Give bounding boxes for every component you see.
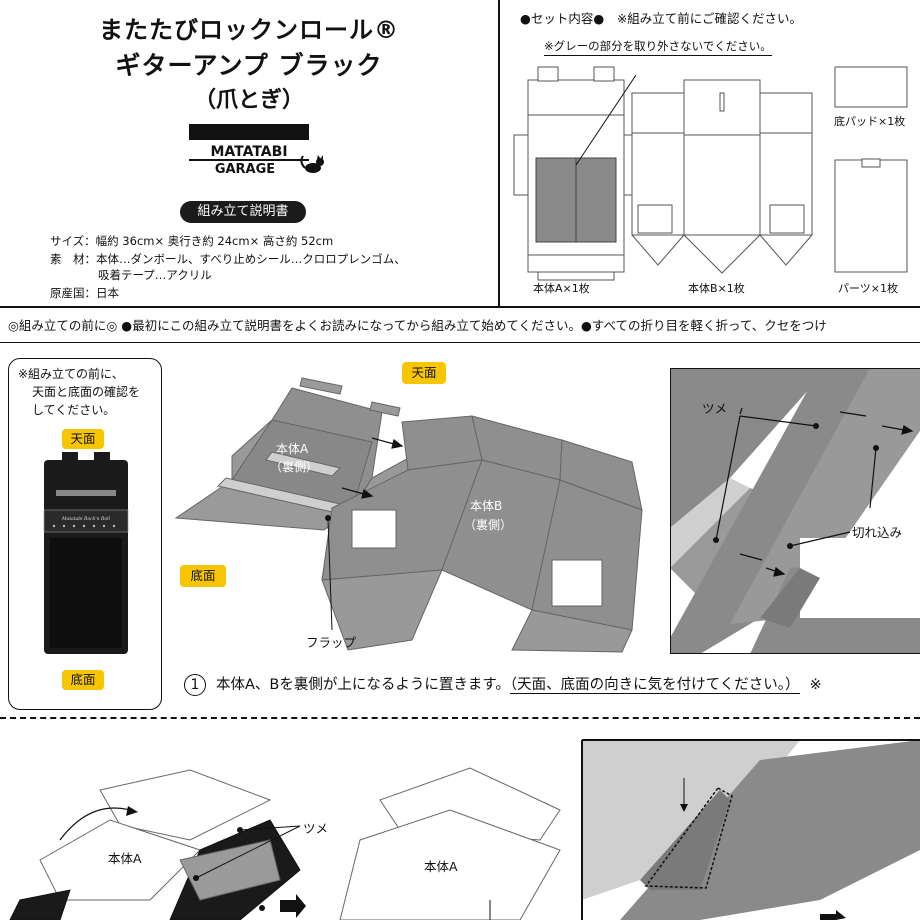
- set-contents-note: ※グレーの部分を取り外さないでください。: [544, 38, 772, 56]
- step2-body-a-middle: [339, 767, 561, 920]
- fold-arrow-curve: [59, 807, 131, 841]
- slit-pointer-lines: [789, 447, 877, 547]
- top-face-badge: 天面: [62, 429, 104, 449]
- divider-vertical: [498, 0, 500, 306]
- set-contents-diagram: [513, 66, 908, 281]
- orientation-note-3: してください。: [32, 403, 116, 417]
- body-b-back-label: （裏側）: [464, 518, 513, 532]
- orientation-check-box: [8, 358, 162, 710]
- product-title-line2: ギターアンプ ブラック: [115, 51, 383, 80]
- step1-arrows: [341, 437, 404, 499]
- divider-horizontal: [0, 306, 920, 308]
- step2-body-a-label-middle: 本体A: [424, 859, 458, 874]
- pre-assembly-notice: ◎組み立ての前に◎ ●最初にこの組み立て説明書をよくお読みになってから組み立て始…: [8, 318, 827, 333]
- product-title-line3: （爪とぎ）: [193, 88, 304, 113]
- tab-label: ツメ: [702, 401, 728, 416]
- cat-icon: [300, 155, 324, 173]
- step1-number: 1: [184, 674, 206, 696]
- gray-part-pointer: [575, 74, 637, 166]
- body-a-back-label: （裏側）: [270, 460, 319, 474]
- step2-tab-label: ツメ: [303, 821, 329, 836]
- logo-bottom-text: GARAGE: [215, 162, 275, 176]
- amp-brand-text: Matatabi Rock'n Roll: [61, 516, 110, 522]
- detail-arrows: [739, 411, 914, 577]
- step1-diagram: [174, 377, 643, 653]
- part-label-body-b: 本体B×1枚: [688, 282, 745, 295]
- slit-label: 切れ込み: [852, 525, 903, 540]
- step2-zoom-box: [581, 739, 920, 920]
- spec-material-1: 素 材：本体…ダンボール、すべり止めシール…クロロプレンゴム、: [50, 252, 406, 266]
- part-body-a: [513, 66, 639, 281]
- divider-dashed: [0, 717, 920, 719]
- body-b-label: 本体B: [470, 499, 503, 513]
- divider-notice: [0, 342, 920, 343]
- body-b-back: [321, 415, 643, 653]
- part-label-body-a: 本体A×1枚: [533, 282, 590, 295]
- spec-material-2: 吸着テープ…アクリル: [98, 268, 212, 282]
- flap-label: フラップ: [306, 635, 357, 650]
- step1-instruction: 1 本体A、Bを裏側が上になるように置きます。（天面、底面の向きに気を付けてくださ…: [184, 673, 822, 696]
- amp-icon: Matatabi Rock'n Roll: [43, 452, 129, 654]
- manual-badge: 組み立て説明書: [180, 201, 306, 223]
- step2-right-arrow: [280, 894, 306, 918]
- detail-zoom-box: [670, 368, 920, 654]
- spec-origin: 原産国：日本: [50, 286, 119, 300]
- step2-body-a-label-left: 本体A: [108, 851, 142, 866]
- part-body-b: [631, 79, 813, 274]
- orientation-note-2: 天面と底面の確認を: [32, 385, 141, 399]
- matatabi-garage-logo: MATATABI GARAGE: [189, 124, 324, 176]
- spec-size: サイズ：幅約 36cm× 奥行き約 24cm× 高さ約 52cm: [50, 234, 334, 248]
- bottom-face-badge: 底面: [62, 670, 104, 690]
- tab-pointer-lines: [715, 407, 817, 541]
- orientation-note-1: ※組み立ての前に、: [18, 367, 124, 381]
- set-contents-heading: ●セット内容● ※組み立て前にご確認ください。: [520, 11, 803, 26]
- flap-pointer: [327, 519, 333, 631]
- part-bottom-pad: [834, 66, 908, 108]
- part-label-parts: パーツ×1枚: [838, 282, 898, 295]
- logo-top-text: MATATABI: [210, 144, 287, 160]
- flap-dot: [325, 515, 331, 521]
- body-a-label: 本体A: [276, 442, 309, 456]
- part-parts: [834, 158, 908, 273]
- step2-diagram: [9, 739, 920, 920]
- diagram-bottom-face-badge: 底面: [180, 565, 226, 587]
- body-a-back: [174, 377, 413, 531]
- part-label-bottom-pad: 底パッド×1枚: [834, 115, 906, 128]
- step1-continuation: ※: [809, 677, 822, 693]
- step2-body-a-left: [9, 769, 301, 920]
- product-title-line1: またたびロックンロール®: [99, 16, 399, 44]
- step1-text: 本体A、Bを裏側が上になるように置きます。: [216, 677, 510, 693]
- diagram-top-face-badge: 天面: [402, 362, 446, 384]
- step1-note: （天面、底面の向きに気を付けてください。）: [509, 677, 800, 694]
